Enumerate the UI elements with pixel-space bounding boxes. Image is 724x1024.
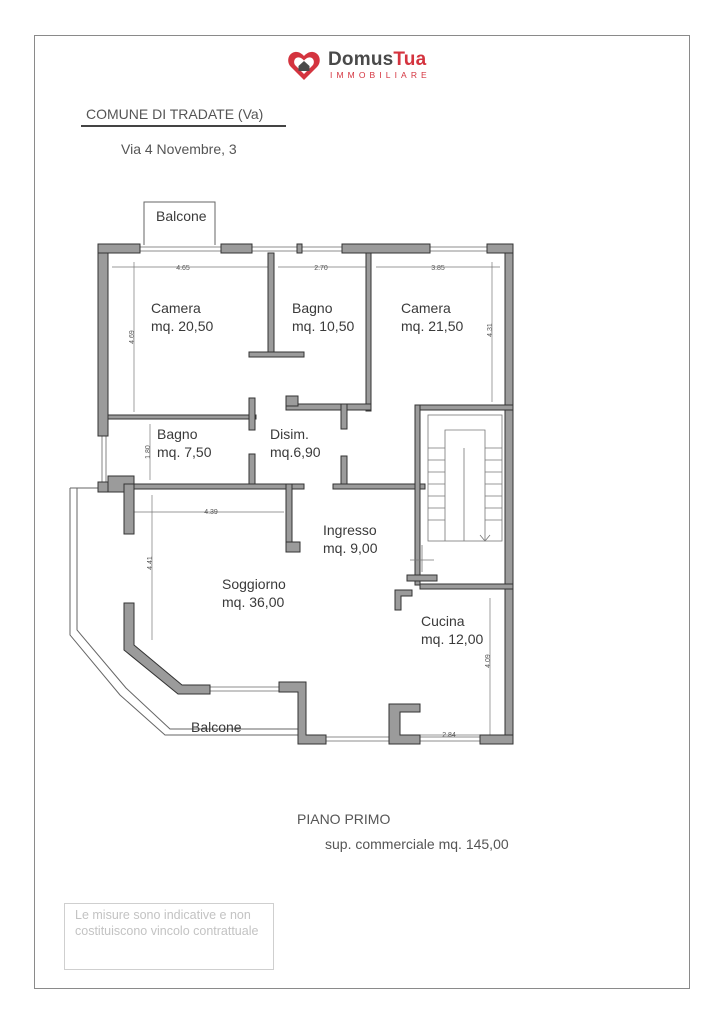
brand-name: DomusTua — [328, 49, 426, 71]
room-area: mq. 10,50 — [292, 318, 354, 334]
address-line: Via 4 Novembre, 3 — [121, 141, 237, 157]
room-name: Ingresso — [323, 522, 377, 538]
room-area: mq. 21,50 — [401, 318, 463, 334]
dimension-label: 4.69 — [129, 330, 136, 344]
room-name: Soggiorno — [222, 576, 286, 592]
commercial-surface: sup. commerciale mq. 145,00 — [325, 836, 509, 852]
room-cucina: Cucina mq. 12,00 — [421, 613, 483, 647]
balcony-label: Balcone — [191, 719, 242, 735]
room-name: Cucina — [421, 613, 465, 629]
balcony-label: Balcone — [156, 208, 207, 224]
dimension-label: 4.09 — [485, 654, 492, 668]
brand-name-main: Domus — [328, 49, 394, 70]
room-name: Bagno — [157, 426, 198, 442]
dimension-label: 4.31 — [487, 323, 494, 337]
room-name: Disim. — [270, 426, 309, 442]
room-area: mq. 36,00 — [222, 594, 284, 610]
dimension-label: 2.84 — [442, 732, 456, 739]
title-underline — [81, 125, 286, 127]
heart-house-icon — [288, 51, 320, 80]
room-bagno-2: Bagno mq. 7,50 — [157, 426, 212, 460]
drawing-frame — [34, 35, 690, 989]
disclaimer-box: Le misure sono indicative e non costitui… — [64, 903, 274, 970]
room-name: Camera — [151, 300, 201, 316]
room-name: Camera — [401, 300, 451, 316]
walls — [97, 243, 514, 745]
dimension-label: 4.39 — [204, 509, 218, 516]
window-lines — [101, 246, 487, 742]
dimension-label: 2.70 — [314, 265, 328, 272]
brand-logo: DomusTua IMMOBILIARE — [286, 49, 461, 85]
room-area: mq. 12,00 — [421, 631, 483, 647]
dimension-label: 3.85 — [431, 265, 445, 272]
comune-title: COMUNE DI TRADATE (Va) — [86, 106, 264, 122]
staircase — [410, 414, 503, 572]
room-area: mq.6,90 — [270, 444, 321, 460]
room-disimpegno: Disim. mq.6,90 — [270, 426, 321, 460]
floor-title: PIANO PRIMO — [297, 811, 391, 827]
room-camera-1: Camera mq. 20,50 — [151, 300, 213, 334]
room-area: mq. 7,50 — [157, 444, 212, 460]
room-bagno-1: Bagno mq. 10,50 — [292, 300, 354, 334]
dimension-label: 4.41 — [147, 556, 154, 570]
room-name: Bagno — [292, 300, 333, 316]
dimension-label: 1.80 — [145, 445, 152, 459]
room-area: mq. 20,50 — [151, 318, 213, 334]
brand-name-accent: Tua — [393, 49, 427, 70]
room-ingresso: Ingresso mq. 9,00 — [323, 522, 378, 556]
dimension-label: 4.65 — [176, 265, 190, 272]
room-area: mq. 9,00 — [323, 540, 378, 556]
room-camera-2: Camera mq. 21,50 — [401, 300, 463, 334]
balcony-outlines — [69, 201, 300, 736]
dimension-lines — [112, 262, 500, 736]
brand-subtitle: IMMOBILIARE — [330, 70, 431, 80]
room-soggiorno: Soggiorno mq. 36,00 — [222, 576, 286, 610]
